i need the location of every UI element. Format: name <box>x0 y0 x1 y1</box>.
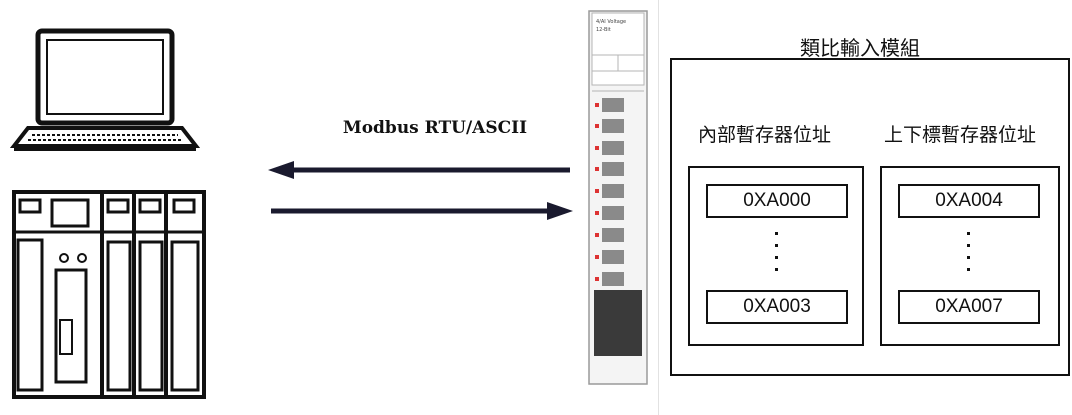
terminal-block <box>602 250 624 264</box>
module-register-frame <box>670 58 1070 376</box>
arrow-to-controller <box>268 161 570 179</box>
divider <box>658 0 659 415</box>
bounds-register-start: 0XA004 <box>898 184 1040 218</box>
terminal-block <box>602 98 624 112</box>
internal-register-start: 0XA000 <box>706 184 848 218</box>
terminal-block <box>602 184 624 198</box>
protocol-label: Modbus RTU/ASCII <box>342 118 528 138</box>
analog-input-module-device: 4/AI Voltage 12-Bit <box>588 10 648 385</box>
internal-register-label: 內部暫存器位址 <box>698 124 832 146</box>
terminal-block <box>602 272 624 286</box>
plc-controller-icon <box>12 190 206 399</box>
bounds-register-label: 上下標暫存器位址 <box>884 124 1037 146</box>
status-led <box>595 255 599 259</box>
bounds-register-end: 0XA007 <box>898 290 1040 324</box>
status-led <box>595 211 599 215</box>
module-title: 類比輸入模組 <box>800 36 920 60</box>
terminal-block <box>602 119 624 133</box>
arrow-to-module <box>271 202 573 220</box>
module-header-label: 4/AI Voltage <box>596 19 626 25</box>
internal-register-box <box>688 166 864 346</box>
svg-text:12-Bit: 12-Bit <box>596 27 611 33</box>
status-led <box>595 146 599 150</box>
terminal-block <box>602 206 624 220</box>
status-led <box>595 277 599 281</box>
laptop-icon <box>10 28 200 151</box>
status-led <box>595 189 599 193</box>
terminal-block <box>602 228 624 242</box>
status-led <box>595 167 599 171</box>
internal-register-ellipsis <box>773 232 779 280</box>
bounds-register-ellipsis <box>965 232 971 280</box>
status-led <box>595 233 599 237</box>
terminal-block <box>602 141 624 155</box>
bounds-register-box <box>880 166 1060 346</box>
status-led <box>595 124 599 128</box>
terminal-block <box>602 162 624 176</box>
status-led <box>595 103 599 107</box>
internal-register-end: 0XA003 <box>706 290 848 324</box>
